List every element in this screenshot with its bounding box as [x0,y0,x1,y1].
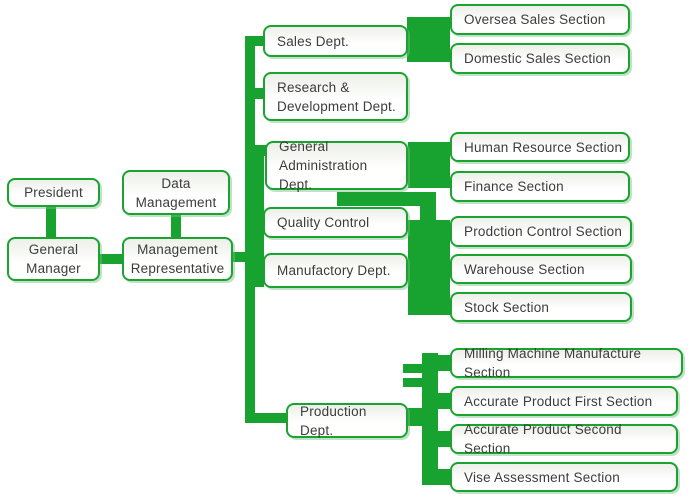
connector-president-to-general-manager [46,206,56,238]
org-node-human-resource-section: Human Resource Section [450,132,630,162]
connector-manufactory-junction-block [408,220,450,315]
org-node-accurate-product-second-section: Accurate Product Second Section [450,422,678,456]
org-node-quality-control: Quality Control [263,207,408,238]
connector-data-management-to-representative [171,214,181,238]
connector-dash-left-upper [403,364,423,373]
org-node-finance-section: Finance Section [450,171,630,202]
connector-stub-research [254,88,265,99]
org-node-data-management: Data Management [122,170,230,215]
connector-stub-vise [436,469,450,485]
connector-stub-sales [254,36,265,46]
connector-trunk-wide-block [245,150,264,287]
org-node-general-administration-dept: General Administration Dept. [265,139,408,192]
connector-quality-control-band [337,192,436,206]
org-node-oversea-sales-section: Oversea Sales Section [450,4,630,35]
org-node-management-representative: Management Representative [122,237,233,281]
connector-stub-accurate-second [436,431,450,447]
connector-stub-milling [436,355,450,371]
connector-representative-to-trunk [231,252,247,262]
org-node-production-dept: Production Dept. [286,403,408,438]
org-node-manufactory-dept: Manufactory Dept. [263,253,408,288]
connector-dash-left-lower [403,378,423,387]
org-node-milling-machine-manufacture-section: Milling Machine Manufacture Section [450,346,683,380]
connector-general-manager-to-representative [100,254,122,264]
connector-trunk-to-production [254,413,287,423]
org-node-president: President [7,178,100,207]
connector-stub-accurate-first [436,393,450,409]
org-node-domestic-sales-section: Domestic Sales Section [450,43,630,74]
org-node-research-development-dept: Research & Development Dept. [263,72,408,121]
connector-production-sections-trunk [422,353,438,485]
org-node-accurate-product-first-section: Accurate Product First Section [450,386,678,416]
connector-production-to-sections-stub [406,408,423,426]
org-node-warehouse-section: Warehouse Section [450,254,632,284]
org-node-stock-section: Stock Section [450,292,632,322]
org-node-sales-dept: Sales Dept. [263,25,408,57]
connector-sales-junction-block [407,17,450,62]
connector-administration-junction-block [408,142,450,188]
org-node-general-manager: General Manager [7,237,100,281]
org-node-prodction-control-section: Prodction Control Section [450,216,632,247]
org-node-vise-assessment-section: Vise Assessment Section [450,462,678,492]
